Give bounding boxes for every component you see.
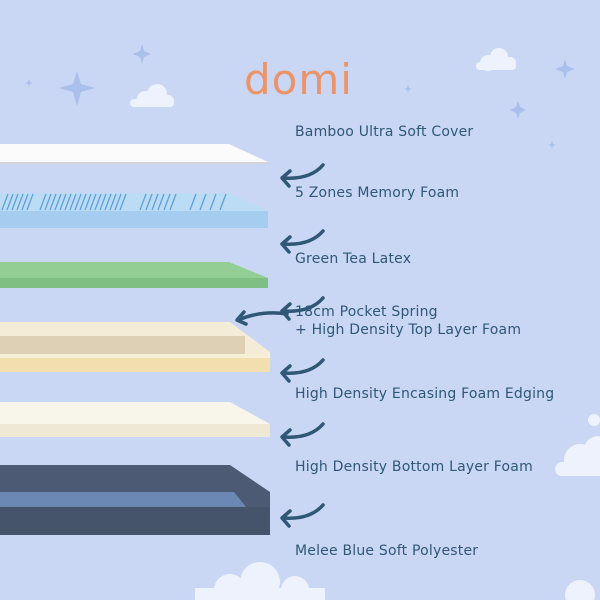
arrow-left-icon [280,296,325,321]
domi-logo: domi [244,55,353,104]
star-icon [510,101,526,119]
star-icon [404,85,412,93]
foam-stripe [64,193,72,211]
foam-stripe [169,193,177,211]
arrow-left-icon [280,358,325,383]
cloud-icon [555,436,600,476]
foam-stripe [94,193,102,211]
foam-stripe [109,193,117,211]
star-icon [59,71,95,106]
foam-stripe [114,193,122,211]
cloud-icon [195,562,325,600]
layer-bottom-polyester [0,465,270,535]
foam-stripe [219,193,227,211]
label-bottom-layer-foam: High Density Bottom Layer Foam [295,459,533,475]
label-green-tea-latex: Green Tea Latex [295,251,412,267]
arrow-icons [235,163,325,528]
arrow-left-icon [235,310,289,326]
foam-stripe [119,193,127,211]
star-icon [555,59,575,79]
label-top-layer-foam: + High Density Top Layer Foam [295,322,522,338]
arrow-left-icon [280,229,325,254]
arrow-left-icon [280,503,325,528]
star-icon [133,44,151,64]
foam-stripe [26,193,34,211]
foam-stripe [84,193,92,211]
arrow-left-icon [280,422,325,447]
foam-stripe [54,193,62,211]
foam-stripe [157,193,165,211]
cloud-icons [130,48,600,600]
layer-bamboo-cover [0,144,268,164]
foam-stripe [189,193,197,211]
star-icon [548,141,556,149]
foam-stripe [163,193,171,211]
cloud-icon [130,84,174,107]
layer-memory-foam [0,193,268,228]
foam-stripe [44,193,52,211]
cloud-icon [565,580,595,600]
foam-stripe [49,193,57,211]
foam-stripe [6,193,14,211]
foam-stripe [145,193,153,211]
label-pocket-spring: 18cm Pocket Spring [295,304,438,320]
foam-stripe [209,193,217,211]
star-icon [25,79,33,87]
arrow-left-icon [280,163,325,188]
foam-stripe [59,193,67,211]
layer-pocket-spring [0,322,270,372]
foam-stripe [21,193,29,211]
label-memory-foam: 5 Zones Memory Foam [295,185,460,201]
foam-stripe [139,193,147,211]
cloud-icon [588,414,600,426]
label-blue-polyester: Melee Blue Soft Polyester [295,543,479,559]
foam-stripe [1,193,9,211]
foam-stripe [69,193,77,211]
foam-stripe [11,193,19,211]
foam-stripe [151,193,159,211]
foam-stripe [79,193,87,211]
cloud-icon [476,48,516,71]
star-icons [25,44,575,149]
layer-encasing-foam [0,402,270,437]
foam-stripe [99,193,107,211]
foam-stripe [199,193,207,211]
label-bamboo-cover: Bamboo Ultra Soft Cover [295,124,474,140]
foam-stripe [39,193,47,211]
foam-stripe [89,193,97,211]
foam-stripe [74,193,82,211]
layer-green-tea-latex [0,262,268,288]
foam-stripe [104,193,112,211]
label-encasing-foam: High Density Encasing Foam Edging [295,386,555,402]
foam-stripe [16,193,24,211]
